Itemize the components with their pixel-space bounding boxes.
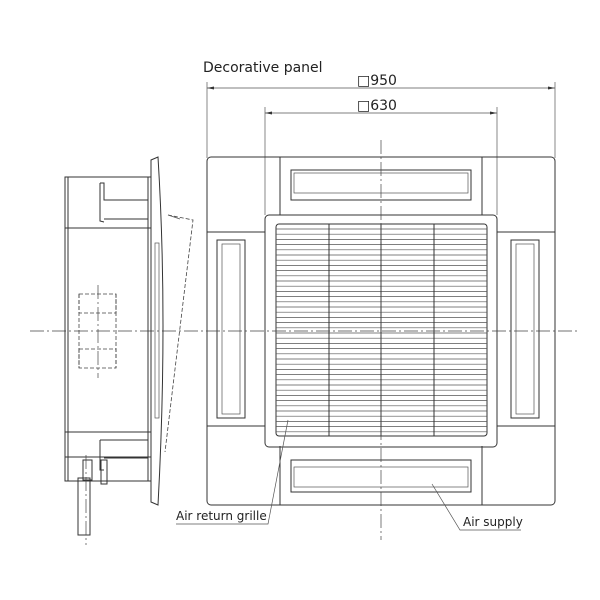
dimension-lines [206,82,556,215]
air-supply-vent-right [510,239,540,419]
side-view-unit [64,156,194,545]
dimension-630: □630 [357,98,397,114]
front-view-panel [30,140,580,540]
air-supply-label: Air supply [463,515,523,529]
dimension-950: □950 [357,73,397,89]
air-supply-vent-left [216,239,246,419]
air-return-grille-label: Air return grille [176,509,267,523]
decorative-panel-label: Decorative panel [203,60,323,76]
